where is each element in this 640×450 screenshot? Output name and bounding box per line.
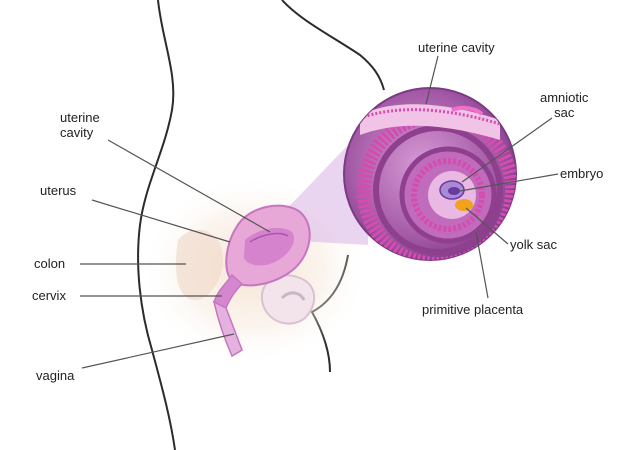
- leader-primitive-placenta: [475, 231, 489, 299]
- label-vagina: vagina: [36, 368, 75, 383]
- label-amniotic-sac: amniotic sac: [540, 90, 588, 120]
- label-amniotic-sac-line1: amniotic: [540, 90, 589, 105]
- label-colon: colon: [34, 256, 66, 271]
- uterine-lining: [249, 232, 289, 243]
- label-uterine-cavity-left-line2: cavity: [60, 125, 94, 140]
- label-yolk-sac: yolk sac: [510, 237, 557, 252]
- body-outline-front: [281, 0, 385, 91]
- label-uterine-cavity-top: uterine cavity: [418, 40, 495, 55]
- label-primitive-placenta: primitive placenta: [422, 302, 524, 317]
- leader-lines: [80, 55, 559, 369]
- label-uterine-cavity-left-line1: uterine: [60, 110, 100, 125]
- leader-amniotic-sac: [461, 117, 553, 183]
- label-cervix: cervix: [32, 288, 66, 303]
- yolk-sac-shape: [455, 199, 473, 211]
- vagina-shape: [212, 300, 243, 358]
- colon-shape: [175, 229, 224, 300]
- label-embryo: embryo: [560, 166, 604, 181]
- pubic-bone: [280, 291, 306, 301]
- leader-yolk-sac: [465, 207, 509, 245]
- leader-uterus: [91, 199, 231, 243]
- leader-uterine-cavity-top: [425, 55, 439, 105]
- uterine-cavity-shape: [244, 227, 295, 266]
- magnified-view: [343, 87, 517, 261]
- body-outline-back: [137, 0, 176, 450]
- label-amniotic-sac-line2: sac: [554, 105, 575, 120]
- embryo-shape: [448, 187, 460, 195]
- leader-embryo: [459, 173, 559, 192]
- leader-vagina: [81, 333, 235, 369]
- label-uterus: uterus: [40, 183, 77, 198]
- leader-uterine-cavity-left: [107, 139, 271, 233]
- label-uterine-cavity-left: uterine cavity: [60, 110, 100, 140]
